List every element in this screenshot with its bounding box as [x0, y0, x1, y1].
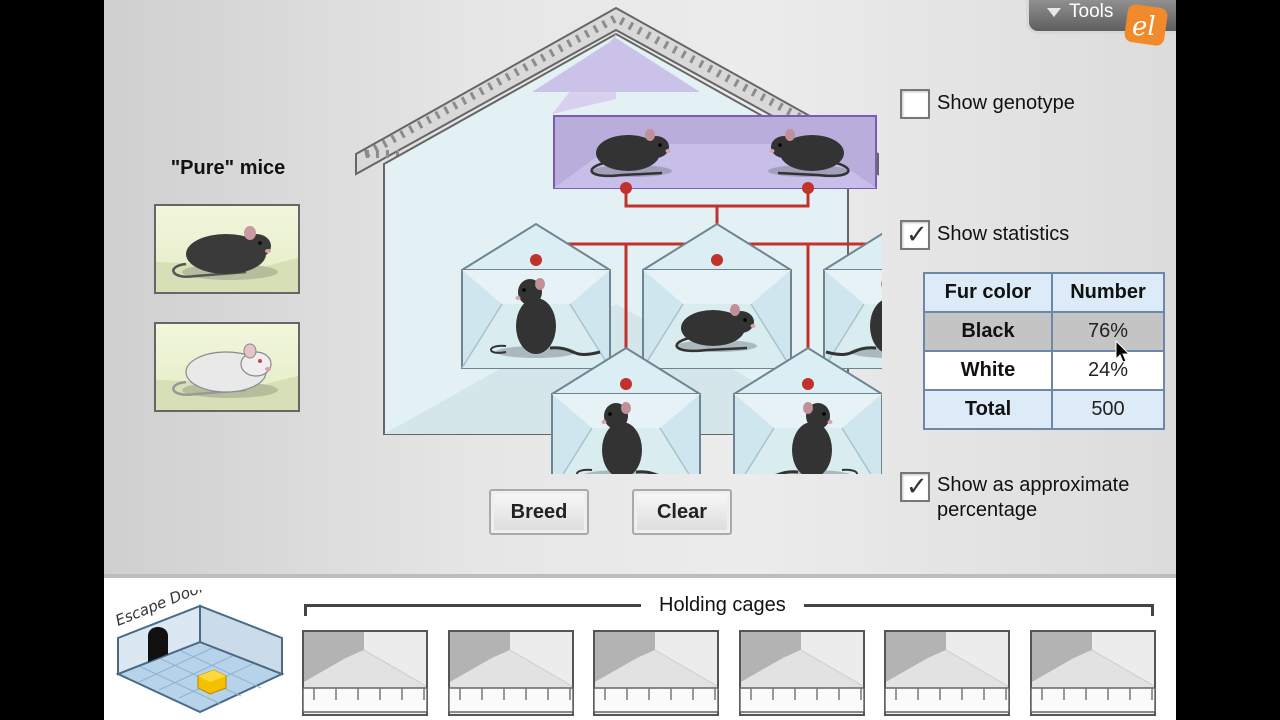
- row-label: Black: [923, 311, 1053, 352]
- holding-area: Escape Door Holding cages: [104, 574, 1176, 720]
- tools-label: Tools: [1069, 1, 1114, 22]
- holding-cage[interactable]: [738, 630, 865, 716]
- column-header: Number: [1051, 272, 1165, 313]
- pedigree-dots: [530, 182, 814, 390]
- breed-button[interactable]: Breed: [489, 489, 589, 535]
- show-statistics-label: Show statistics: [937, 223, 1070, 245]
- pure-white-mouse[interactable]: [154, 322, 300, 412]
- black-mouse-image: [156, 226, 298, 292]
- clear-button[interactable]: Clear: [632, 489, 732, 535]
- holding-cages-title: Holding cages: [641, 594, 804, 617]
- table-row: Total 500: [923, 389, 1165, 430]
- show-approx-option[interactable]: ✓ Show as approximate percentage: [900, 472, 1167, 523]
- escape-door[interactable]: Escape Door: [114, 590, 286, 716]
- holding-cage[interactable]: [1030, 630, 1156, 716]
- row-label: Total: [923, 389, 1053, 430]
- gizmo-app: Tools el "Pure" mice: [104, 0, 1176, 720]
- row-label: White: [923, 350, 1053, 391]
- holding-cage[interactable]: [593, 630, 720, 716]
- pure-black-mouse[interactable]: [154, 204, 300, 294]
- statistics-table: Fur color Number Black 76% White 24% Tot…: [923, 272, 1165, 430]
- svg-text:el: el: [1132, 12, 1156, 42]
- breeding-house: [355, 6, 882, 474]
- show-approx-label: Show as approximate percentage: [937, 474, 1130, 521]
- clear-button-label: Clear: [656, 501, 708, 523]
- holding-cage[interactable]: [302, 630, 428, 716]
- show-genotype-checkbox[interactable]: [900, 89, 930, 119]
- show-genotype-label: Show genotype: [937, 92, 1075, 114]
- row-value: 76%: [1051, 311, 1165, 352]
- pure-mice-title: "Pure" mice: [170, 157, 286, 179]
- table-header-row: Fur color Number: [923, 272, 1165, 313]
- show-statistics-option[interactable]: ✓ Show statistics: [900, 220, 1167, 250]
- white-mouse-image: [156, 343, 298, 410]
- column-header: Fur color: [923, 272, 1053, 313]
- table-row: Black 76%: [923, 311, 1165, 352]
- dropdown-arrow-icon: [1047, 8, 1061, 17]
- table-row: White 24%: [923, 350, 1165, 391]
- show-genotype-option[interactable]: Show genotype: [900, 89, 1167, 119]
- show-statistics-checkbox[interactable]: ✓: [900, 220, 930, 250]
- holding-cage[interactable]: [884, 630, 1011, 716]
- row-value: 24%: [1051, 350, 1165, 391]
- checkmark-icon: ✓: [906, 220, 928, 250]
- show-approx-checkbox[interactable]: ✓: [900, 472, 930, 502]
- holding-cage[interactable]: [447, 630, 574, 716]
- mouse-pointer-icon: [1115, 340, 1131, 363]
- explorelearning-logo-icon: el: [1124, 4, 1168, 46]
- breed-button-label: Breed: [510, 501, 568, 523]
- row-value: 500: [1051, 389, 1165, 430]
- checkmark-icon: ✓: [906, 472, 928, 502]
